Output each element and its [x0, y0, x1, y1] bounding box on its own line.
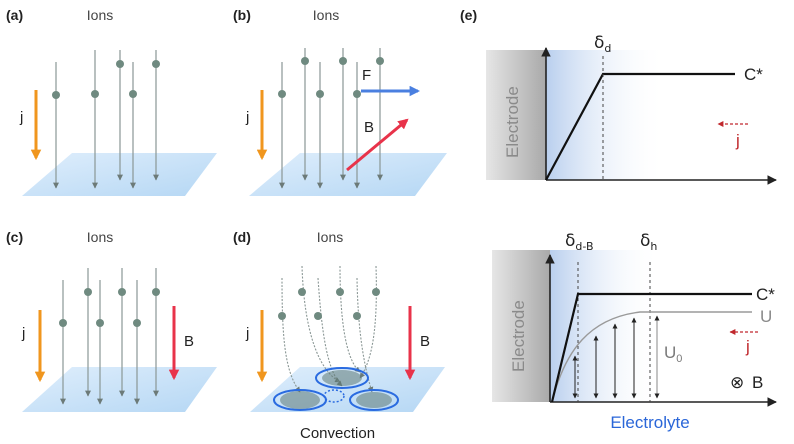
electrode-region [492, 250, 550, 402]
panel-d: (d) Ions Convection [233, 229, 445, 442]
magnetic-field-label: B [752, 373, 763, 392]
u0-label: U0 [664, 343, 682, 365]
vortex-ring-center [323, 389, 345, 403]
current-label: j [19, 109, 23, 126]
electrode-label: Electrode [509, 300, 528, 372]
magnetic-field-label: B [184, 333, 194, 350]
convection-vortices [273, 367, 399, 411]
ion-cluster [322, 370, 362, 386]
delta-dB-label: δd-B [565, 231, 594, 253]
delta-h-label: δh [640, 231, 657, 253]
field-into-page-symbol: ⊗ [730, 373, 744, 392]
panel-d-label: (d) [233, 229, 251, 245]
panel-c-ions-label: Ions [87, 229, 113, 245]
panel-e: (e) Electrode δd C* j Electrode [460, 7, 777, 432]
vortex-ring [315, 367, 369, 389]
ion [84, 288, 92, 296]
ion [353, 90, 361, 98]
ion [91, 90, 99, 98]
curved-ion-trajectory [281, 277, 301, 393]
panel-c: (c) Ions j B [6, 229, 217, 412]
panel-e-label: (e) [460, 7, 477, 23]
magnetic-field-label: B [420, 333, 430, 350]
current-label: j [21, 325, 25, 342]
ion [301, 57, 309, 65]
ion-cluster [356, 392, 392, 408]
ion [353, 312, 361, 320]
panel-b-label: (b) [233, 7, 251, 23]
diffusion-layer-shading [546, 50, 666, 180]
magnetic-field-arrow [346, 118, 409, 172]
ion [376, 57, 384, 65]
curved-ion-trajectory [339, 265, 361, 373]
curved-ion-trajectory [359, 265, 377, 379]
panel-b: (b) Ions j F B [233, 7, 447, 196]
panel-b-ions-label: Ions [313, 7, 339, 23]
diffusion-layer-shading [550, 250, 660, 402]
panel-d-ions-label: Ions [317, 229, 343, 245]
ion [316, 90, 324, 98]
bulk-concentration-label: C* [744, 65, 763, 84]
ion [298, 288, 306, 296]
ion [52, 91, 60, 99]
concentration-curve [550, 292, 752, 403]
ion [339, 57, 347, 65]
current-label: j [745, 337, 750, 356]
magnetic-field-label: B [364, 119, 374, 136]
ion [59, 319, 67, 327]
electrode-plate [22, 367, 217, 412]
ion [133, 319, 141, 327]
bulk-concentration-label: C* [756, 285, 775, 304]
current-label: j [245, 109, 249, 126]
panel-a-ions-label: Ions [87, 7, 113, 23]
convection-label: Convection [300, 425, 375, 442]
curved-ion-trajectory [301, 265, 341, 383]
vortex-ring [349, 389, 399, 411]
ion [116, 60, 124, 68]
current-label: j [735, 131, 740, 150]
ion [278, 312, 286, 320]
velocity-arrows [572, 315, 660, 399]
force-label: F [362, 67, 371, 84]
ion [336, 288, 344, 296]
ion [96, 319, 104, 327]
electrode-label: Electrode [503, 86, 522, 158]
panel-a-label: (a) [6, 7, 23, 23]
panel-a: (a) Ions j [6, 7, 217, 196]
ion [372, 288, 380, 296]
electrolyte-label: Electrolyte [610, 413, 689, 432]
panel-c-label: (c) [6, 229, 23, 245]
ion [152, 288, 160, 296]
velocity-label: U [760, 307, 772, 326]
delta-d-label: δd [594, 33, 611, 55]
ion [118, 288, 126, 296]
ion [278, 90, 286, 98]
electrode-region [486, 50, 546, 180]
concentration-profile-bottom: Electrode δd-B δh C* U U0 j ⊗ B Electr [492, 231, 777, 432]
concentration-profile-top: Electrode δd C* j [486, 33, 777, 185]
electrode-plate [249, 153, 447, 196]
ion [152, 60, 160, 68]
ion [314, 312, 322, 320]
curved-ion-trajectory [356, 277, 374, 393]
current-label: j [245, 325, 249, 342]
ion-cluster [280, 391, 320, 409]
ion [129, 90, 137, 98]
